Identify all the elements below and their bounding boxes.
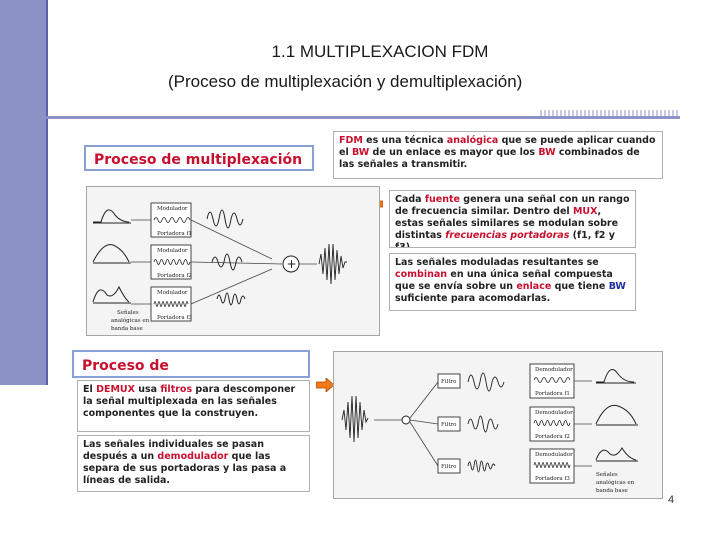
svg-text:Filtro: Filtro [441,422,457,428]
filtered-signals [467,372,505,473]
demux-diagram: Filtro Filtro Filtro Demodulador Portado… [333,351,663,499]
note-demodulator: Las señales individuales se pasan despué… [77,435,310,492]
svg-text:Portadora f3: Portadora f3 [157,315,192,321]
mux-heading: Proceso de multiplexación [84,145,314,171]
svg-text:Modulador: Modulador [157,248,188,254]
splitter-node [401,415,411,425]
svg-text:analógicas en: analógicas en [111,317,150,324]
adder-icon [282,255,300,273]
modulator-carriers [153,217,191,307]
composite-signal [318,243,347,285]
svg-text:Modulador: Modulador [157,290,188,296]
svg-text:Portadora f3: Portadora f3 [535,476,570,482]
svg-text:+: + [287,257,297,271]
title-rule-pattern [540,110,680,119]
demodulator-carriers [533,377,571,468]
note-combination: Las señales moduladas resultantes se com… [389,253,636,311]
svg-text:Filtro: Filtro [441,379,457,385]
slide-subtitle: (Proceso de multiplexación y demultiplex… [168,72,523,91]
note-sources: Cada fuente genera una señal con un rang… [389,190,636,248]
svg-text:Portadora f2: Portadora f2 [535,434,570,440]
filter-boxes [437,373,461,474]
mux-diagram: Modulador Portadora f1 Modulador Portado… [86,186,380,336]
filter-labels: Filtro Filtro Filtro [441,379,457,470]
svg-text:Portadora f2: Portadora f2 [157,273,192,279]
svg-text:Portadora f1: Portadora f1 [157,231,192,237]
sidebar-accent-line [46,0,48,385]
svg-text:Señales: Señales [117,309,139,316]
note-fdm-definition: FDM es una técnica analógica que se pued… [333,131,663,179]
svg-text:Modulador: Modulador [157,206,188,212]
svg-text:Demodulador: Demodulador [535,452,573,458]
title-rule [30,116,680,119]
connector-lines [131,219,317,305]
slide-title: 1.1 MULTIPLEXACION FDM [271,42,489,61]
demux-labels: Demodulador Portadora f1 Demodulador Por… [535,367,635,494]
note-demux-filters: El DEMUX usa filtros para descomponer la… [77,380,310,432]
svg-text:Señales: Señales [596,471,618,478]
baseband-signals [92,209,131,304]
connector-lines [374,381,439,467]
page-number: 4 [668,494,675,506]
svg-text:Filtro: Filtro [441,464,457,470]
composite-signal [341,395,369,443]
arrow-right-icon [316,378,334,392]
sidebar-accent-bar [0,0,46,385]
output-lines [574,380,592,467]
modulated-signals [206,209,246,306]
svg-text:Demodulador: Demodulador [535,367,573,373]
svg-text:Demodulador: Demodulador [535,410,573,416]
baseband-outputs [595,369,638,462]
svg-text:banda base: banda base [596,488,628,494]
mux-labels: Modulador Portadora f1 Modulador Portado… [111,206,192,332]
demux-heading: Proceso de demultiplexación [72,350,310,402]
svg-text:banda base: banda base [111,326,143,332]
svg-text:Portadora f1: Portadora f1 [535,391,570,397]
svg-text:analógicas en: analógicas en [596,479,635,486]
